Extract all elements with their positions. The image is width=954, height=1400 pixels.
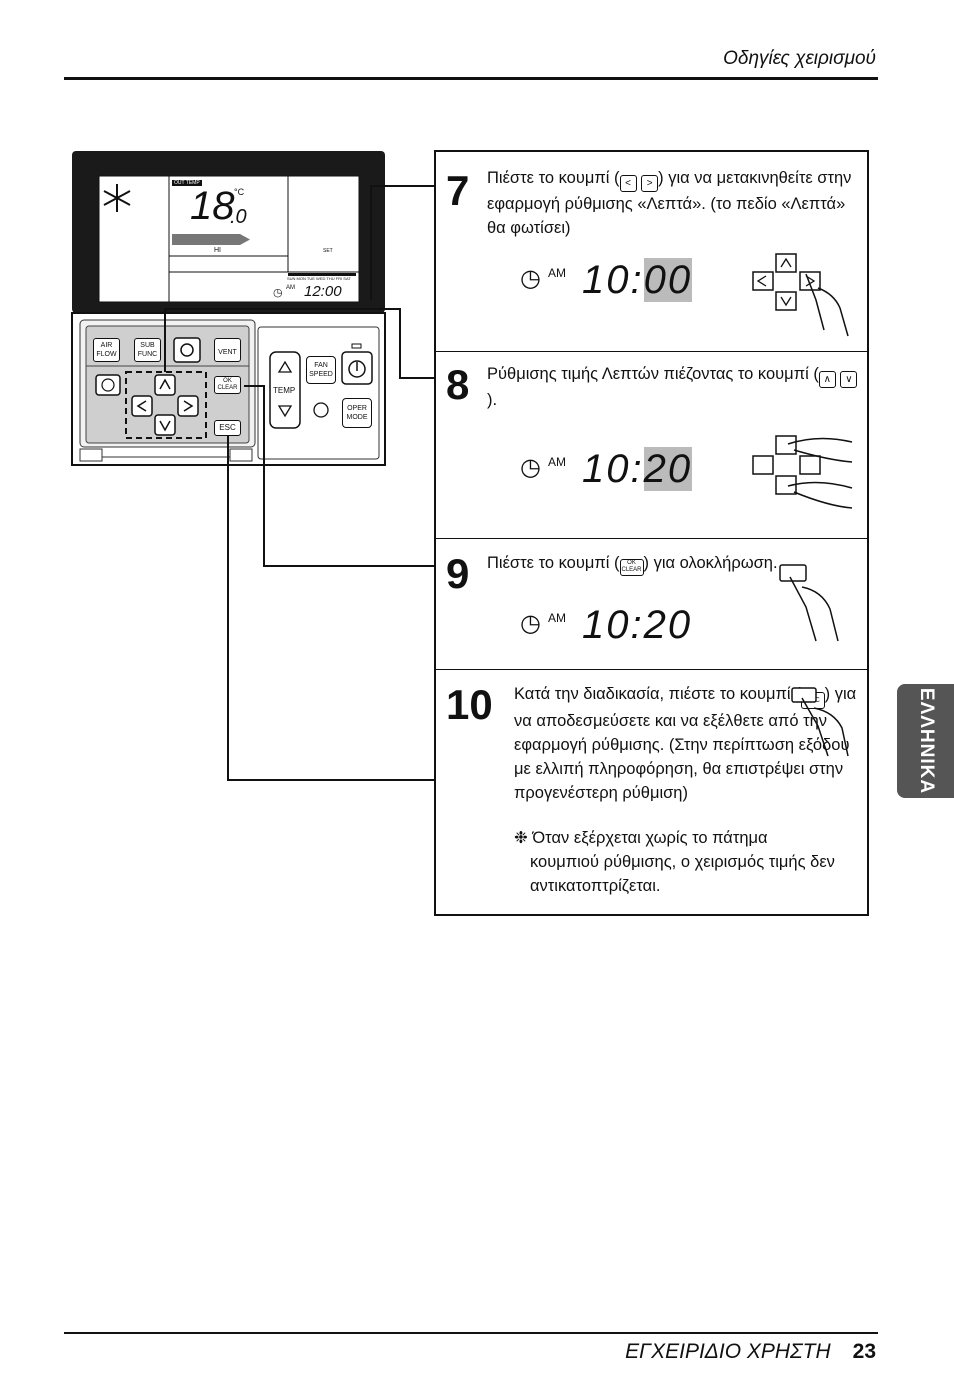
snowflake-icon (103, 184, 131, 212)
step-number: 10 (446, 681, 493, 728)
step-number: 8 (446, 361, 470, 408)
page-footer: ΕΓΧΕΙΡΙΔΙΟ ΧΡΗΣΤΗ 23 (625, 1340, 876, 1364)
step-text: Πιέστε το κουμπί (OK CLEAR) για ολοκλήρω… (487, 551, 827, 576)
temp-label: TEMP (273, 386, 296, 395)
step-text: Ρύθμισης τιμής Λεπτών πιέζοντας το κουμπ… (487, 362, 859, 412)
up-key-icon: ∧ (818, 371, 836, 388)
right-key-icon: > (641, 175, 659, 192)
lcd-clock-ampm: AM (286, 285, 295, 291)
vent-button[interactable]: VENT (214, 338, 241, 362)
clock-ampm: AM (548, 455, 566, 469)
step-number: 9 (446, 550, 470, 597)
clock-icon: ◷ (520, 610, 541, 637)
clock-display: 10:00 (582, 258, 693, 302)
step-10-panel: 10 Κατά την διαδικασία, πιέστε το κουμπί… (434, 670, 869, 916)
lcd-temperature-decimal: .0 (230, 206, 247, 228)
lcd-clock-icon: ◷ (273, 287, 283, 299)
minutes-highlight: 00 (643, 258, 693, 302)
manual-title: ΕΓΧΕΙΡΙΔΙΟ ΧΡΗΣΤΗ (625, 1340, 831, 1363)
step-9-panel: 9 Πιέστε το κουμπί (OK CLEAR) για ολοκλή… (434, 539, 869, 670)
step-note: ❉ Όταν εξέρχεται χωρίς το πάτημα κουμπιο… (514, 829, 835, 895)
step-number: 7 (446, 167, 470, 214)
pad-hand-icon (752, 435, 853, 509)
header-rule (64, 77, 878, 80)
pad-hand-icon (752, 253, 849, 337)
step-text: Κατά την διαδικασία, πιέστε το κουμπί (E… (514, 685, 857, 802)
minutes-highlight: 20 (643, 447, 693, 491)
out-temp-label: OUT TEMP (172, 180, 202, 186)
esc-button[interactable]: ESC (214, 420, 241, 436)
step-8-panel: 8 Ρύθμισης τιμής Λεπτών πιέζοντας το κου… (434, 350, 869, 539)
fan-speed-button[interactable]: FAN SPEED (306, 356, 336, 384)
lcd-clock: 12:00 (304, 283, 342, 300)
page-header-title: Οδηγίες χειρισμού (723, 48, 876, 69)
left-key-icon: < (619, 175, 637, 192)
clock-icon: ◷ (520, 265, 541, 292)
lcd-set-label: SET (323, 248, 333, 254)
lcd-temperature-unit: °C (234, 187, 245, 197)
ok-clear-button[interactable]: OK CLEAR (214, 376, 241, 394)
clock-ampm: AM (548, 611, 566, 625)
sub-func-button[interactable]: SUB FUNC (134, 338, 161, 362)
lcd-temperature: 18 (190, 184, 235, 228)
down-key-icon: ∨ (840, 371, 858, 388)
footer-rule (64, 1332, 878, 1334)
language-side-tab: ΕΛΛΗΝΙΚΑ (897, 684, 954, 798)
air-flow-button[interactable]: AIR FLOW (93, 338, 120, 362)
oper-mode-button[interactable]: OPER MODE (342, 398, 372, 428)
clock-ampm: AM (548, 266, 566, 280)
step-text: Πιέστε το κουμπί (< >) για να μετακινηθε… (487, 169, 852, 237)
clock-display: 10:20 (582, 603, 693, 647)
page-number: 23 (852, 1340, 876, 1363)
lcd-fan-level: HI (214, 247, 221, 254)
ok-clear-key-icon: OK CLEAR (619, 559, 644, 576)
clock-icon: ◷ (520, 454, 541, 481)
lcd-days: SUN MON TUE WED THU FRI SAT (287, 276, 351, 281)
clock-display: 10:20 (582, 447, 693, 491)
esc-hand-icon (791, 687, 849, 757)
ok-hand-icon (779, 564, 839, 642)
step-7-panel: 7 Πιέστε το κουμπί (< >) για να μετακινη… (434, 150, 869, 352)
